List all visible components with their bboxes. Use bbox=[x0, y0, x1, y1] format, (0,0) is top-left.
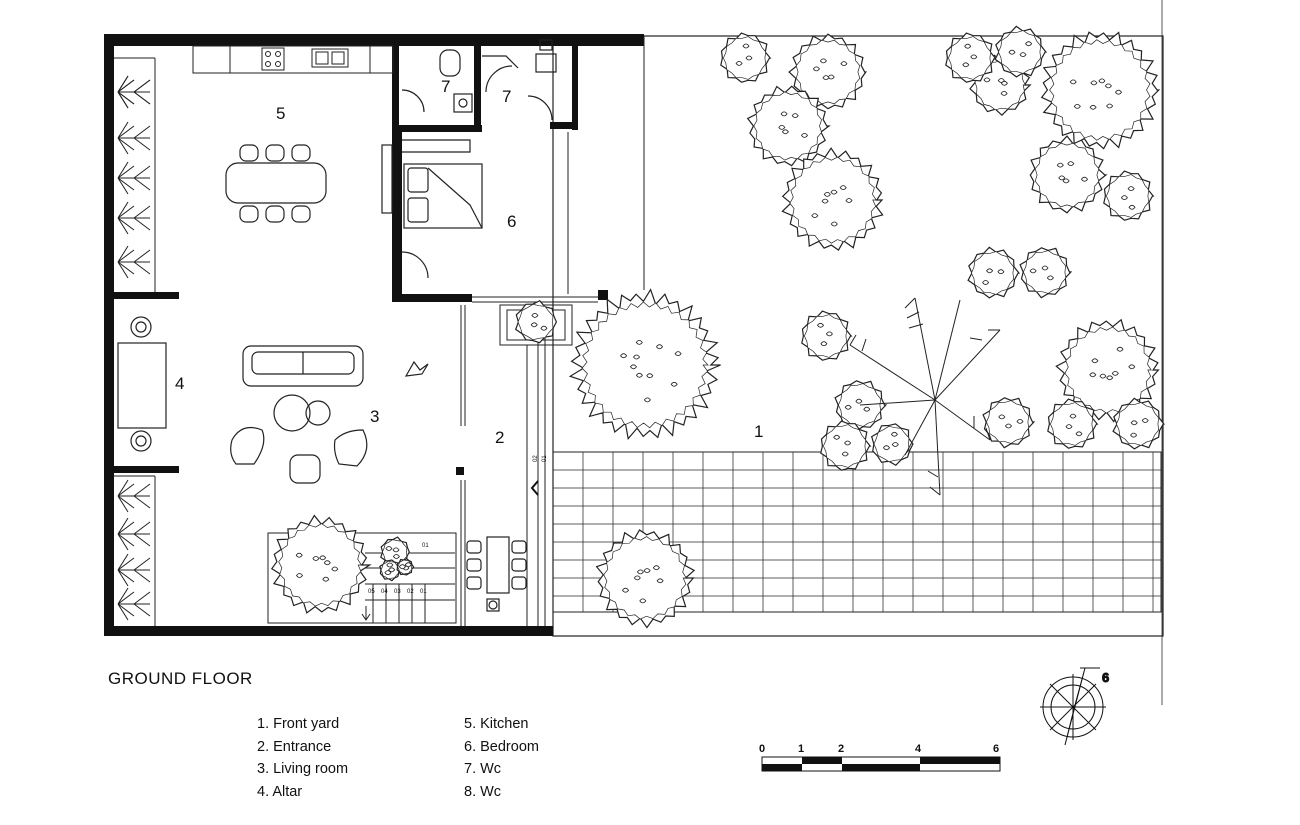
tree-canopy bbox=[1019, 247, 1073, 299]
room-number-living-room: 3 bbox=[370, 407, 379, 426]
tree-canopy bbox=[994, 25, 1048, 78]
scale-tick: 2 bbox=[838, 743, 844, 755]
dining-table bbox=[225, 144, 327, 223]
legend-item: 6. Bedroom bbox=[464, 738, 539, 755]
planters bbox=[117, 75, 151, 621]
north-label: 6 bbox=[1102, 670, 1109, 685]
tree-canopy bbox=[788, 33, 867, 110]
stair-number: 02 bbox=[407, 589, 414, 595]
bedroom-furniture bbox=[381, 139, 483, 229]
staircase bbox=[267, 532, 457, 624]
north-arrow-icon: 6 bbox=[1040, 667, 1110, 746]
exterior-walls bbox=[104, 34, 644, 636]
room-number-altar: 4 bbox=[175, 374, 184, 393]
tree-canopy bbox=[1112, 397, 1166, 450]
tree-canopy bbox=[1047, 398, 1099, 449]
stair-number: 03 bbox=[394, 589, 401, 595]
legend-item: 4. Altar bbox=[257, 783, 303, 800]
trees bbox=[270, 25, 1166, 629]
step-mark: 01 bbox=[542, 455, 548, 462]
tree-canopy bbox=[720, 32, 772, 83]
scale-tick: 4 bbox=[915, 743, 922, 755]
drawing-title: GROUND FLOOR bbox=[108, 669, 253, 688]
tree-canopy bbox=[870, 423, 914, 467]
tree-canopy bbox=[1103, 170, 1155, 221]
scale-bar: 0 1 2 4 6 bbox=[759, 743, 1001, 772]
tree-canopy bbox=[595, 529, 696, 629]
tree-canopy bbox=[982, 397, 1036, 449]
scale-tick: 1 bbox=[798, 743, 804, 755]
tree-canopy bbox=[834, 380, 888, 432]
step-mark: 02 bbox=[533, 455, 539, 462]
stair-number: 05 bbox=[368, 589, 375, 595]
palm-tree bbox=[849, 297, 1001, 496]
scale-tick: 0 bbox=[759, 743, 765, 755]
stair-labels: 05 04 03 02 01 01 bbox=[368, 543, 429, 595]
legend-item: 2. Entrance bbox=[257, 738, 332, 755]
legend-left: 1. Front yard 2. Entrance 3. Living room… bbox=[257, 713, 348, 803]
tree-canopy bbox=[820, 420, 872, 471]
tree-canopy bbox=[380, 536, 410, 568]
step-marks: 02 01 bbox=[533, 455, 548, 462]
tree-canopy bbox=[1029, 135, 1108, 214]
legend-item: 3. Living room bbox=[257, 761, 349, 777]
altar bbox=[117, 316, 167, 452]
tree-canopy bbox=[396, 557, 415, 576]
wc-fixtures bbox=[401, 39, 557, 279]
legend-item: 5. Kitchen bbox=[464, 716, 529, 732]
entrance-furniture bbox=[466, 536, 527, 612]
tree-canopy bbox=[514, 299, 558, 344]
room-numbers: 1 2 3 4 5 6 7 7 bbox=[175, 77, 763, 447]
tree-canopy bbox=[270, 514, 372, 614]
scale-tick: 6 bbox=[993, 743, 999, 755]
room-number-kitchen: 5 bbox=[276, 104, 285, 123]
tree-canopy bbox=[568, 288, 721, 441]
tree-canopy bbox=[1040, 31, 1161, 150]
stair-number: 04 bbox=[381, 589, 388, 595]
tree-canopy bbox=[945, 32, 997, 83]
room-number-entrance: 2 bbox=[495, 428, 504, 447]
room-number-front-yard: 1 bbox=[754, 422, 763, 441]
room-number-wc-b: 7 bbox=[502, 87, 511, 106]
tree-canopy bbox=[379, 559, 402, 582]
legend-right: 5. Kitchen 6. Bedroom 7. Wc 8. Wc bbox=[464, 713, 539, 803]
tree-canopy bbox=[1055, 318, 1160, 423]
living-furniture bbox=[230, 345, 429, 484]
legend-item: 8. Wc bbox=[464, 783, 502, 800]
legend-item: 1. Front yard bbox=[257, 716, 340, 732]
room-number-wc-a: 7 bbox=[441, 77, 450, 96]
tree-canopy bbox=[967, 246, 1021, 299]
interior-lines bbox=[114, 36, 645, 626]
stair-top-mark: 01 bbox=[422, 543, 429, 549]
tree-canopy bbox=[781, 147, 884, 251]
tree-canopy bbox=[801, 310, 853, 361]
stair-number: 01 bbox=[420, 589, 427, 595]
legend-item: 7. Wc bbox=[464, 761, 502, 777]
room-number-bedroom: 6 bbox=[507, 212, 516, 231]
entry-arrow-icon bbox=[530, 480, 539, 496]
kitchen-counter bbox=[229, 46, 371, 73]
